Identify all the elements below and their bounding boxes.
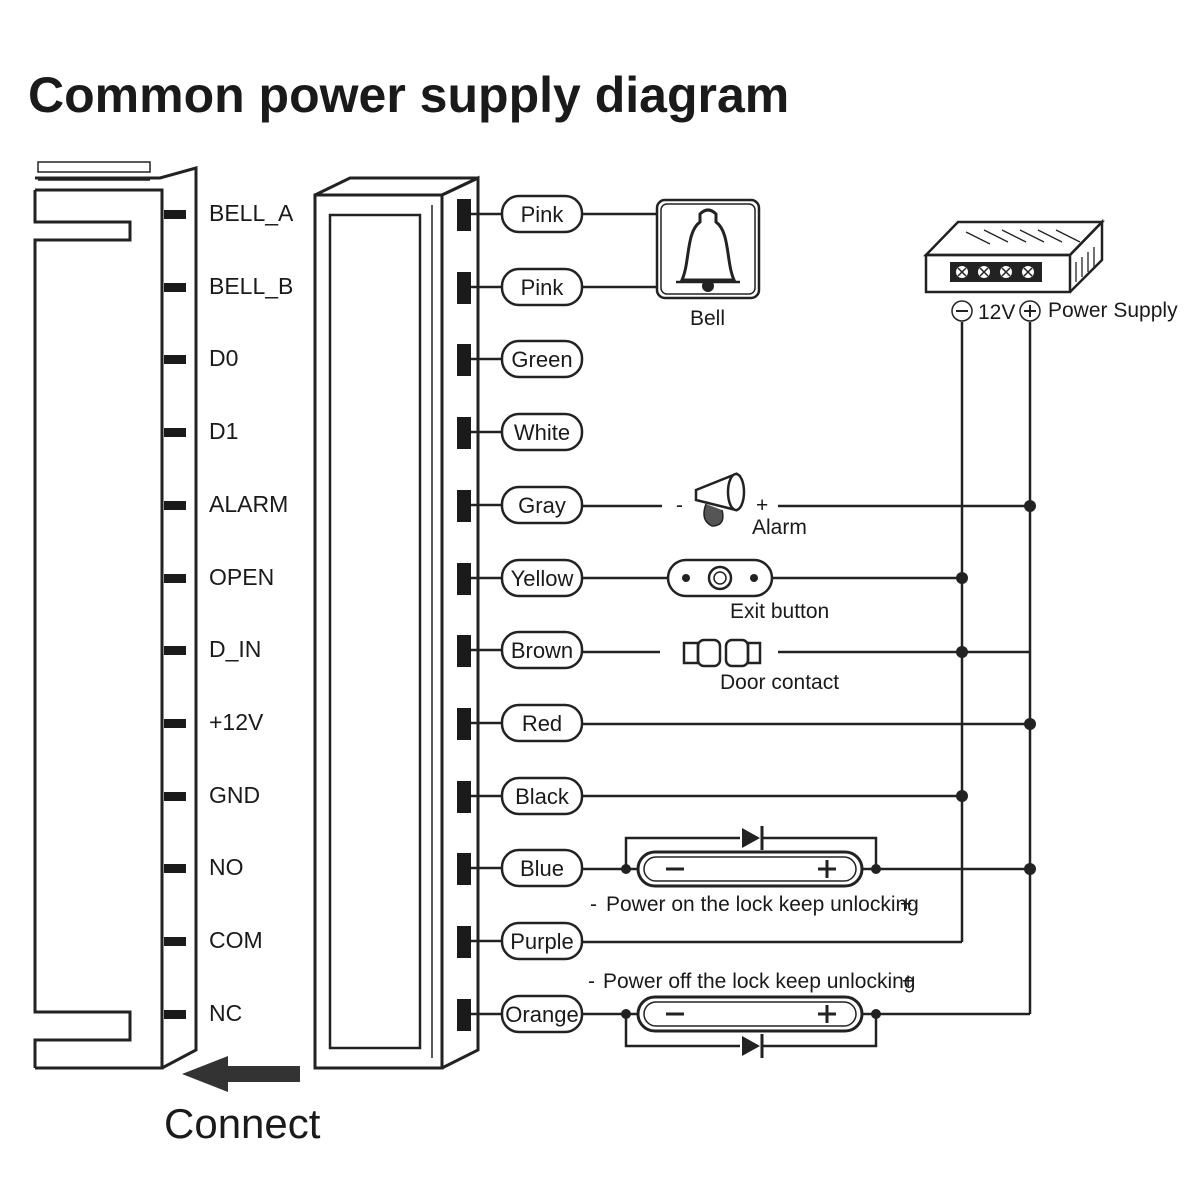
keypad-terminal — [457, 781, 471, 813]
wire-color-label: Orange — [505, 1002, 578, 1027]
keypad-terminal — [457, 272, 471, 304]
back-pin-stub — [164, 210, 186, 219]
keypad-terminal — [457, 563, 471, 595]
back-pin-stub — [164, 937, 186, 946]
rail-junctions — [956, 500, 1036, 875]
pin-label: COM — [209, 927, 263, 953]
wire-color-label: Black — [515, 784, 570, 809]
keypad-terminal — [457, 199, 471, 231]
lock-off-minus: - — [588, 970, 595, 993]
keypad-terminal — [457, 635, 471, 667]
pin-label: NO — [209, 854, 244, 880]
exit-button-icon[interactable] — [666, 558, 774, 598]
back-pin-stub — [164, 1010, 186, 1019]
pin-label: +12V — [209, 709, 264, 735]
wire-color-label: Gray — [518, 493, 566, 518]
back-pin-stub — [164, 864, 186, 873]
lock-power-on — [582, 826, 1030, 888]
back-pin-stub — [164, 574, 186, 583]
back-pin-stub — [164, 646, 186, 655]
lock-on-plus: + — [900, 893, 912, 916]
keypad-terminal — [457, 490, 471, 522]
lock-off-label: Power off the lock keep unlocking — [603, 970, 915, 993]
lock-on-label: Power on the lock keep unlocking — [606, 893, 919, 916]
keypad-body — [313, 175, 480, 1070]
bell-device: Bell — [655, 198, 761, 330]
wire-color-label: Pink — [521, 275, 565, 300]
door-contact-icon — [682, 638, 762, 668]
alarm-siren-icon — [694, 472, 746, 527]
keypad-terminal — [457, 708, 471, 740]
wire-color-label: Yellow — [511, 566, 574, 591]
wire-color-label: Purple — [510, 929, 574, 954]
connect-label: Connect — [164, 1100, 321, 1147]
alarm-plus-sign: + — [756, 494, 768, 517]
wire-color-label: Blue — [520, 856, 564, 881]
alarm-minus-sign: - — [676, 494, 683, 517]
pin-label: NC — [209, 1000, 242, 1026]
power-supply-label: Power Supply — [1048, 299, 1178, 322]
diagram-title: Common power supply diagram — [28, 67, 789, 123]
wire-color-label: Pink — [521, 202, 565, 227]
wire-color-label: White — [514, 420, 570, 445]
pin-label: OPEN — [209, 564, 274, 590]
lock-power-off — [582, 995, 1030, 1058]
wire-color-label: Red — [522, 711, 562, 736]
wire-color-tag — [500, 412, 584, 452]
pin-label: D_IN — [209, 636, 261, 662]
diode-icon — [742, 1036, 760, 1056]
lock-on-minus: - — [590, 893, 597, 916]
bell-label: Bell — [690, 307, 725, 330]
connect-arrow-icon — [182, 1056, 300, 1092]
lock-off-plus: + — [902, 970, 914, 993]
power-supply-unit: 12V Power Supply — [923, 218, 1178, 324]
pin-label: GND — [209, 782, 260, 808]
power-voltage: 12V — [978, 301, 1015, 324]
minus-terminal-icon — [951, 300, 973, 322]
keypad-terminal — [457, 853, 471, 885]
keypad-terminal — [457, 344, 471, 376]
back-pin-stub — [164, 428, 186, 437]
keypad-terminal — [457, 926, 471, 958]
pin-label: D1 — [209, 418, 238, 444]
diode-icon — [742, 828, 760, 848]
keypad-terminal — [457, 417, 471, 449]
alarm-label: Alarm — [752, 516, 807, 539]
back-pin-stub — [164, 792, 186, 801]
back-pin-stub — [164, 355, 186, 364]
keypad-terminal — [457, 999, 471, 1031]
wire-color-tag — [500, 339, 584, 379]
exit-button-label: Exit button — [730, 600, 829, 623]
back-pin-stub — [164, 719, 186, 728]
door-contact-label: Door contact — [720, 671, 839, 694]
back-pin-stub — [164, 501, 186, 510]
wire-color-label: Green — [511, 347, 572, 372]
pin-label: ALARM — [209, 491, 288, 517]
plus-terminal-icon — [1019, 300, 1041, 322]
wire-color-label: Brown — [511, 638, 573, 663]
pin-label: D0 — [209, 345, 238, 371]
back-plate-connector — [33, 161, 198, 1070]
wire-color-tag — [500, 630, 584, 670]
pin-label: BELL_A — [209, 200, 294, 226]
pin-label: BELL_B — [209, 273, 293, 299]
back-pin-stub — [164, 283, 186, 292]
